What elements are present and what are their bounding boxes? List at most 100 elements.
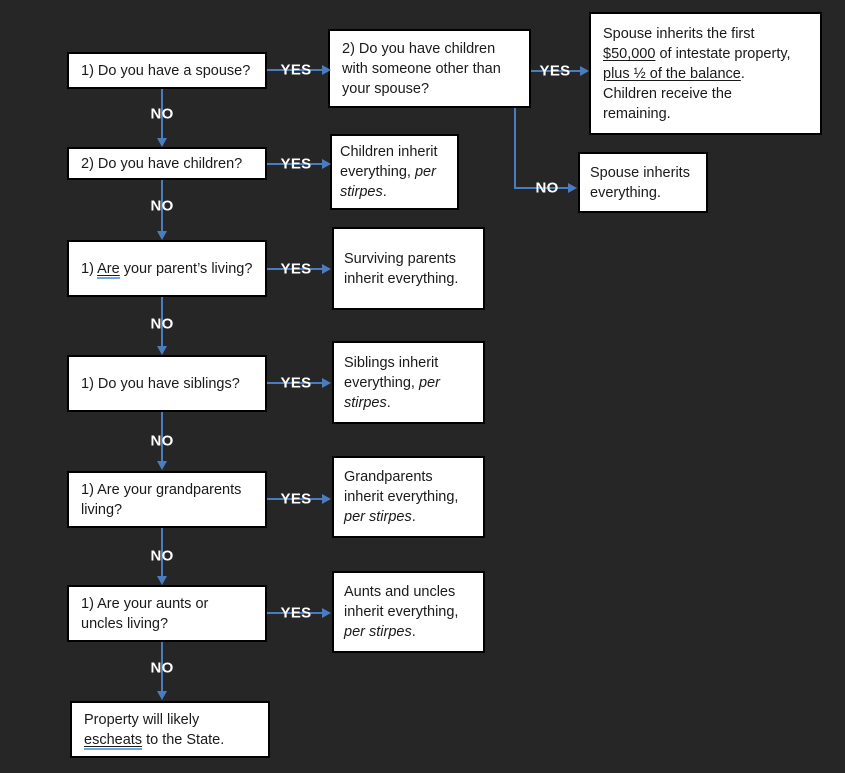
node-text: 2) Do you have children with someone oth… [342, 39, 501, 99]
text-segment: 1) Are your grandparents living? [81, 481, 242, 518]
arrowhead-right-icon [322, 494, 331, 504]
node-result-grandparents-inherit: Grandparents inherit everything, per sti… [332, 456, 485, 538]
node-text: 1) Do you have a spouse? [81, 61, 250, 81]
edge-yes-aunts-line [267, 612, 322, 614]
text-segment: . [411, 509, 416, 525]
text-segment-underlined: escheats [84, 731, 143, 748]
text-segment-italic: per stirpes [340, 164, 436, 200]
node-result-siblings-inherit: Siblings inherit everything, per stirpes… [332, 341, 485, 424]
text-segment-italic: per stirpes [344, 374, 440, 411]
arrowhead-down-icon [157, 231, 167, 240]
text-segment: your parent’s living? [119, 260, 253, 277]
text-segment: Spouse inherits everything. [590, 164, 690, 201]
arrowhead-right-icon [322, 608, 331, 618]
edge-yes-siblings-line [267, 382, 322, 384]
text-line: $50,000 of intestate property, [603, 44, 791, 64]
edge-label-no-children: NO [150, 197, 174, 215]
edge-no-siblings-line [161, 412, 163, 461]
arrowhead-down-icon [157, 691, 167, 700]
edge-no-children-other-vline [514, 108, 516, 188]
edge-label-no-siblings: NO [150, 432, 174, 450]
node-question-aunts-uncles: 1) Are your aunts or uncles living? [67, 585, 267, 642]
text-line: remaining. [603, 105, 671, 122]
node-text: Property will likely escheats to the Sta… [84, 710, 256, 750]
text-segment: 2) Do you have children? [81, 155, 243, 172]
arrowhead-down-icon [157, 576, 167, 585]
edge-label-yes-parents: YES [280, 260, 312, 278]
text-segment: Grandparents inherit everything, [344, 469, 459, 505]
node-text: 1) Are your aunts or uncles living? [81, 594, 253, 634]
node-question-parents: 1) Are your parent’s living? [67, 240, 267, 297]
text-line: plus ½ of the balance. [603, 64, 791, 84]
node-question-spouse: 1) Do you have a spouse? [67, 52, 267, 89]
arrowhead-down-icon [157, 346, 167, 355]
text-segment: . [740, 65, 745, 82]
text-segment: of intestate property, [655, 45, 791, 62]
text-segment: Siblings inherit everything, [344, 354, 439, 391]
arrowhead-right-icon [322, 378, 331, 388]
edge-label-yes-grandparents: YES [280, 490, 312, 508]
text-segment: to the State. [142, 731, 225, 748]
text-line: Children receive the [603, 85, 732, 102]
node-question-children: 2) Do you have children? [67, 147, 267, 180]
edge-yes-spouse-line [267, 69, 322, 71]
text-segment: Surviving parents inherit everything. [344, 250, 459, 287]
edge-label-yes-siblings: YES [280, 374, 312, 392]
node-text: 1) Are your grandparents living? [81, 480, 253, 520]
edge-yes-children-other-line [531, 70, 580, 72]
text-line: your spouse? [342, 80, 430, 97]
node-text: 1) Do you have siblings? [81, 374, 240, 394]
edge-label-yes-children-other: YES [539, 62, 571, 80]
edge-no-spouse-line [161, 89, 163, 138]
text-line: 2) Do you have children [342, 40, 496, 57]
text-line: Spouse inherits the first [603, 25, 755, 42]
text-segment: . [386, 394, 391, 411]
text-segment-underlined: Are [97, 260, 120, 277]
text-segment: Property will likely [84, 711, 200, 728]
text-segment-italic: per stirpes [344, 624, 412, 640]
text-segment: 1) Do you have siblings? [81, 375, 240, 392]
arrowhead-down-icon [157, 461, 167, 470]
node-text: Siblings inherit everything, per stirpes… [344, 353, 473, 413]
arrowhead-right-icon [322, 159, 331, 169]
edge-no-aunts-line [161, 642, 163, 691]
node-text: Aunts and uncles inherit everything, per… [344, 582, 473, 642]
node-text: Spouse inherits the first $50,000 of int… [603, 24, 791, 124]
edge-label-yes-aunts: YES [280, 604, 312, 622]
node-result-escheat: Property will likely escheats to the Sta… [70, 701, 270, 758]
text-line: with someone other than [342, 60, 501, 77]
text-segment-underlined: $50,000 [603, 45, 656, 62]
arrowhead-right-icon [322, 264, 331, 274]
edge-no-grandparents-line [161, 528, 163, 576]
node-result-spouse-all: Spouse inherits everything. [578, 152, 708, 213]
node-text: Children inherit everything, per stirpes… [340, 142, 449, 202]
text-segment: Aunts and uncles inherit everything, [344, 584, 459, 620]
edge-yes-grandparents-line [267, 498, 322, 500]
node-text: 2) Do you have children? [81, 154, 242, 174]
edge-label-yes-children: YES [280, 155, 312, 173]
edge-yes-children-line [267, 163, 322, 165]
text-segment-underlined: plus ½ of the balance [603, 65, 741, 82]
node-question-children-other-spouse: 2) Do you have children with someone oth… [328, 29, 531, 108]
edge-no-children-other-hline [514, 187, 568, 189]
node-result-spouse-partial: Spouse inherits the first $50,000 of int… [589, 12, 822, 135]
edge-label-no-grandparents: NO [150, 547, 174, 565]
edge-label-no-spouse: NO [150, 105, 174, 123]
text-segment: 1) [81, 260, 98, 277]
text-segment: . [382, 184, 387, 200]
edge-yes-parents-line [267, 268, 322, 270]
node-text: Grandparents inherit everything, per sti… [344, 467, 473, 527]
arrowhead-right-icon [568, 183, 577, 193]
node-result-parents-inherit: Surviving parents inherit everything. [332, 227, 485, 310]
node-result-children-inherit: Children inherit everything, per stirpes… [330, 134, 459, 210]
edge-no-children-line [161, 180, 163, 231]
edge-label-yes-spouse: YES [280, 61, 312, 79]
node-text: Surviving parents inherit everything. [344, 249, 473, 289]
arrowhead-right-icon [322, 65, 331, 75]
node-question-siblings: 1) Do you have siblings? [67, 355, 267, 412]
text-segment: . [411, 624, 416, 640]
node-text: 1) Are your parent’s living? [81, 259, 252, 279]
text-segment-italic: per stirpes [344, 509, 412, 525]
node-text: Spouse inherits everything. [590, 163, 696, 203]
